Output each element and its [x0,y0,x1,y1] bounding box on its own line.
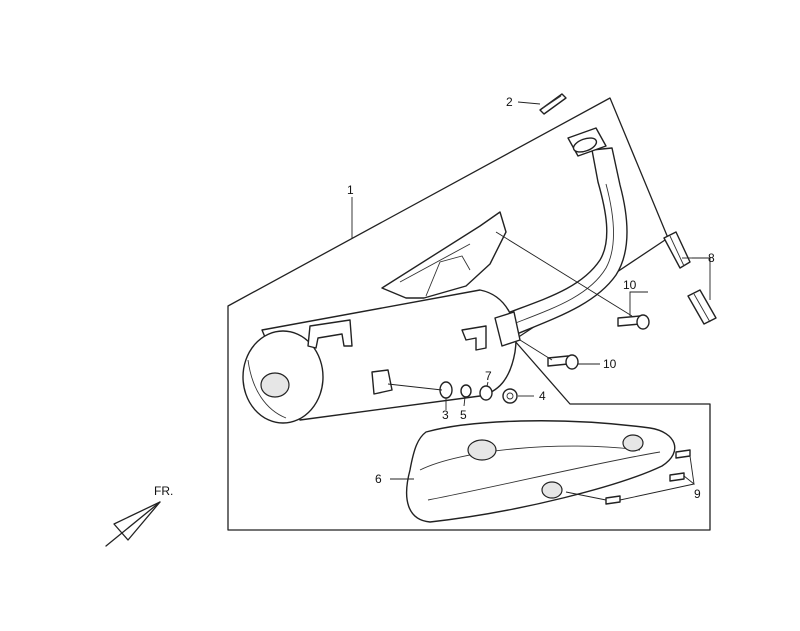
callout-10-upper: 10 [623,278,637,292]
callout-4: 4 [539,389,546,403]
callout-10-lower: 10 [603,357,617,371]
exhaust-pipe [499,127,628,337]
callout-6: 6 [375,472,382,486]
bolt-parts [547,314,650,370]
mounting-hardware [387,381,518,404]
assembly-boundary [227,97,711,531]
screw-parts [565,449,691,505]
heat-shield [406,420,676,523]
muffler-body [242,211,521,424]
front-label: FR. [154,484,173,498]
callout-3: 3 [442,408,449,422]
front-direction-arrow [105,501,161,547]
callout-2: 2 [506,95,513,109]
stud-parts [663,231,717,325]
callout-9: 9 [694,487,701,501]
gasket-part [539,93,567,115]
callout-1: 1 [347,183,354,197]
callout-5: 5 [460,408,467,422]
callout-7: 7 [485,369,492,383]
leader-lines [351,101,711,501]
callout-8: 8 [708,251,715,265]
